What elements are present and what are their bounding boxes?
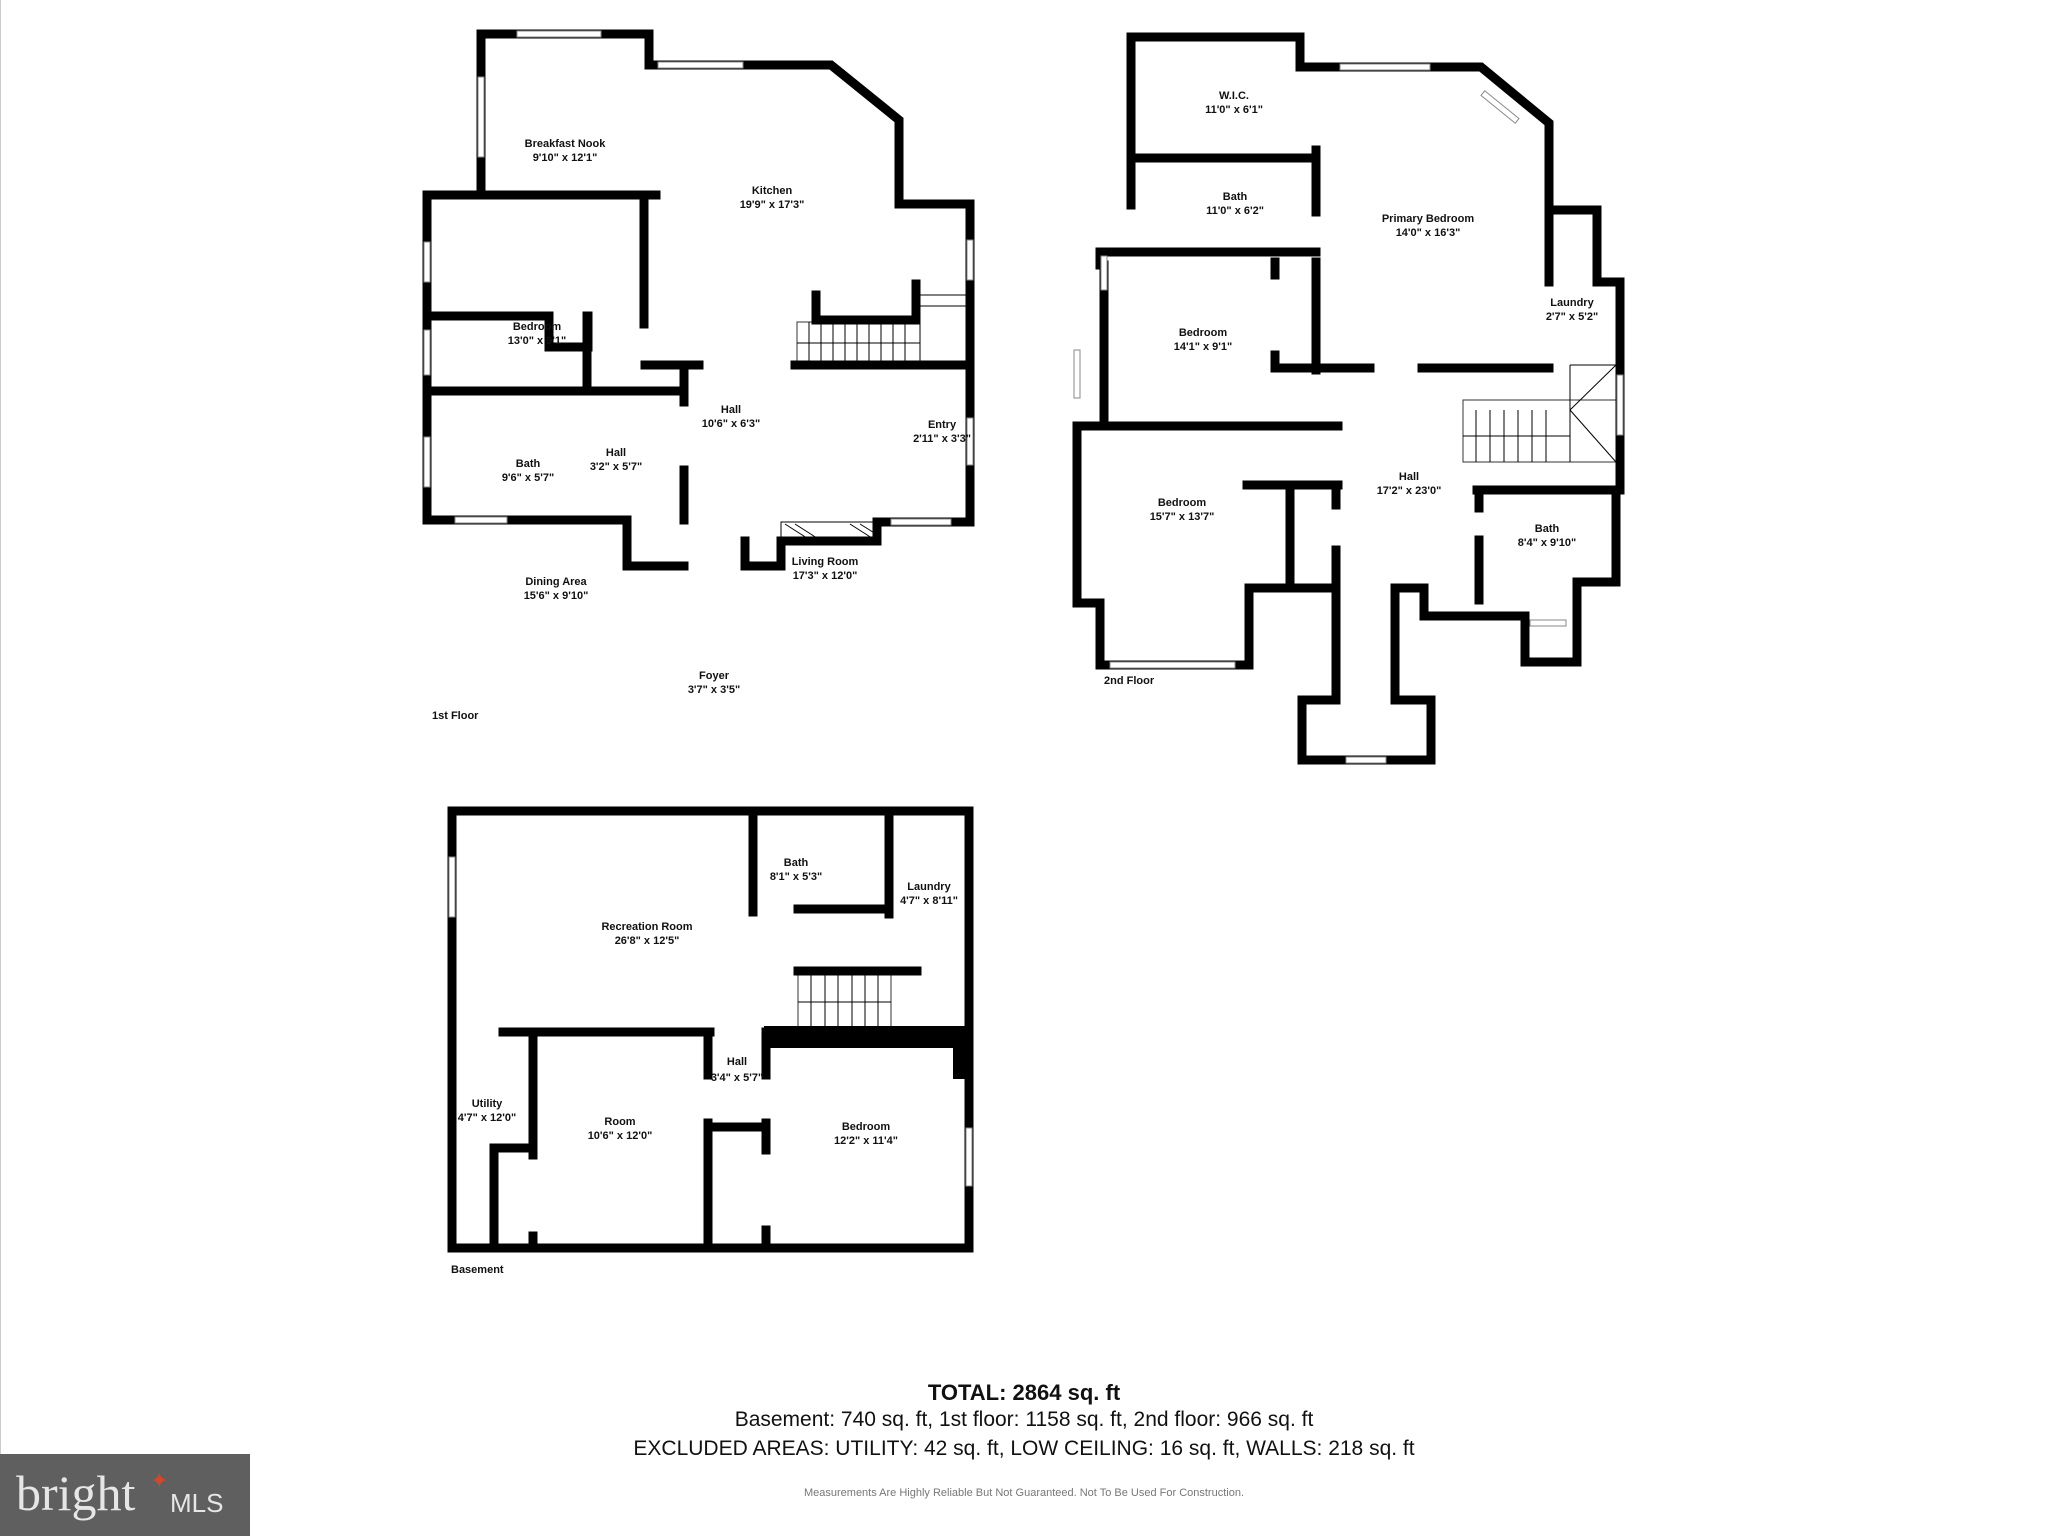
room-dimensions: 4'7" x 12'0" <box>458 1112 516 1124</box>
window <box>448 856 456 918</box>
room-dimensions: 19'9" x 17'3" <box>740 199 805 211</box>
room-dimensions: 8'1" x 5'3" <box>770 871 822 883</box>
room-name: Bath <box>516 458 541 470</box>
room-name: Room <box>604 1116 635 1128</box>
room-name: Laundry <box>907 881 951 893</box>
room-dimensions: 12'2" x 11'4" <box>834 1135 898 1147</box>
window <box>1529 619 1567 627</box>
room-dimensions: 26'8" x 12'5" <box>615 935 680 947</box>
room-dimensions: 14'1" x 9'1" <box>1174 341 1232 353</box>
room-name: Hall <box>606 447 626 459</box>
room-dimensions: 17'3" x 12'0" <box>793 570 858 582</box>
window <box>966 239 974 281</box>
window <box>1345 756 1387 764</box>
window <box>890 518 952 526</box>
floor-label: 1st Floor <box>432 710 479 722</box>
room-name: Hall <box>1399 471 1419 483</box>
logo-star-icon: ✦ <box>150 1468 169 1493</box>
room-dimensions: 2'7" x 5'2" <box>1546 311 1598 323</box>
second-floor-interior-walls <box>1101 145 1621 605</box>
room-dimensions: 15'6" x 9'10" <box>524 590 589 602</box>
room-name: Hall <box>727 1056 747 1068</box>
window <box>423 241 431 283</box>
basement-exterior-walls <box>447 806 974 1253</box>
room-dimensions: 3'7" x 3'5" <box>688 684 740 696</box>
window <box>516 30 602 38</box>
second-floor-plan: W.I.C. 11'0" x 6'1" Bath 11'0" x 6'2" Pr… <box>1072 32 1625 765</box>
first-floor-plan: Breakfast Nook 9'10" x 12'1" Kitchen 19'… <box>422 29 975 722</box>
window <box>423 436 431 488</box>
basement-plan: Bath 8'1" x 5'3" Laundry 4'7" x 8'11" Re… <box>447 806 974 1276</box>
room-name: Bedroom <box>1179 327 1228 339</box>
basement-interior-walls <box>489 809 922 1248</box>
fireplace-hatch <box>784 523 877 541</box>
logo-mls: MLS <box>170 1488 224 1518</box>
window <box>477 76 485 158</box>
room-name: Bath <box>1223 191 1248 203</box>
room-dimensions: 10'6" x 6'3" <box>702 418 760 430</box>
window <box>657 61 744 69</box>
room-dimensions: 14'0" x 16'3" <box>1396 227 1461 239</box>
window <box>1480 90 1520 124</box>
window <box>966 417 974 466</box>
room-dimensions: 13'0" x 9'1" <box>508 335 566 347</box>
window <box>1109 661 1236 669</box>
room-dimensions: 4'7" x 8'11" <box>900 895 958 907</box>
room-name: Bath <box>1535 523 1560 535</box>
room-name: Bedroom <box>513 321 562 333</box>
room-dimensions: 11'0" x 6'2" <box>1206 205 1264 217</box>
room-dimensions: 8'4" x 9'10" <box>1518 537 1576 549</box>
page-edge-line <box>0 0 1 1454</box>
window <box>1100 255 1108 291</box>
room-name: Dining Area <box>525 576 587 588</box>
window <box>1616 374 1624 436</box>
room-name: Hall <box>721 404 741 416</box>
room-dimensions: 2'11" x 3'3" <box>913 433 971 445</box>
disclaimer: Measurements Are Highly Reliable But Not… <box>803 1487 1244 1499</box>
room-dimensions: 15'7" x 13'7" <box>1150 511 1215 523</box>
first-floor-interior-walls <box>422 193 975 571</box>
second-floor-exterior-walls <box>1072 32 1625 765</box>
room-dimensions: 3'4" x 5'7" <box>711 1072 763 1084</box>
stair-treads <box>1463 364 1617 463</box>
room-name: W.I.C. <box>1219 90 1249 102</box>
window <box>423 329 431 376</box>
room-name: Living Room <box>792 556 859 568</box>
room-dimensions: 3'2" x 5'7" <box>590 461 642 473</box>
excluded-areas: EXCLUDED AREAS: UTILITY: 42 sq. ft, LOW … <box>633 1437 1415 1460</box>
second-floor-stairs <box>1462 399 1617 463</box>
window <box>454 516 508 524</box>
room-name: Utility <box>472 1098 503 1110</box>
room-dimensions: 17'2" x 23'0" <box>1377 485 1442 497</box>
room-dimensions: 9'10" x 12'1" <box>533 152 598 164</box>
room-name: Entry <box>928 419 957 431</box>
window <box>1073 349 1081 399</box>
total-area: TOTAL: 2864 sq. ft <box>927 1380 1121 1405</box>
floor-label: 2nd Floor <box>1104 675 1155 687</box>
room-name: Bedroom <box>1158 497 1207 509</box>
floor-area-breakdown: Basement: 740 sq. ft, 1st floor: 1158 sq… <box>734 1408 1314 1431</box>
room-name: Laundry <box>1550 297 1594 309</box>
room-name: Primary Bedroom <box>1382 213 1475 225</box>
room-name: Foyer <box>699 670 730 682</box>
room-name: Breakfast Nook <box>525 138 607 150</box>
room-dimensions: 9'6" x 5'7" <box>502 472 554 484</box>
room-name: Recreation Room <box>601 921 692 933</box>
window <box>1339 63 1431 71</box>
room-name: Kitchen <box>752 185 793 197</box>
stair-treads <box>798 975 891 1030</box>
room-name: Bath <box>784 857 809 869</box>
floor-label: Basement <box>451 1264 504 1276</box>
first-floor-exterior-walls <box>422 29 975 571</box>
logo-wordmark: bright <box>16 1465 136 1521</box>
room-dimensions: 11'0" x 6'1" <box>1205 104 1263 116</box>
room-dimensions: 10'6" x 12'0" <box>588 1130 653 1142</box>
thick-wall <box>764 1026 973 1048</box>
room-name: Bedroom <box>842 1121 891 1133</box>
window <box>965 1127 973 1187</box>
bright-mls-logo: bright ✦ MLS <box>0 1454 250 1536</box>
